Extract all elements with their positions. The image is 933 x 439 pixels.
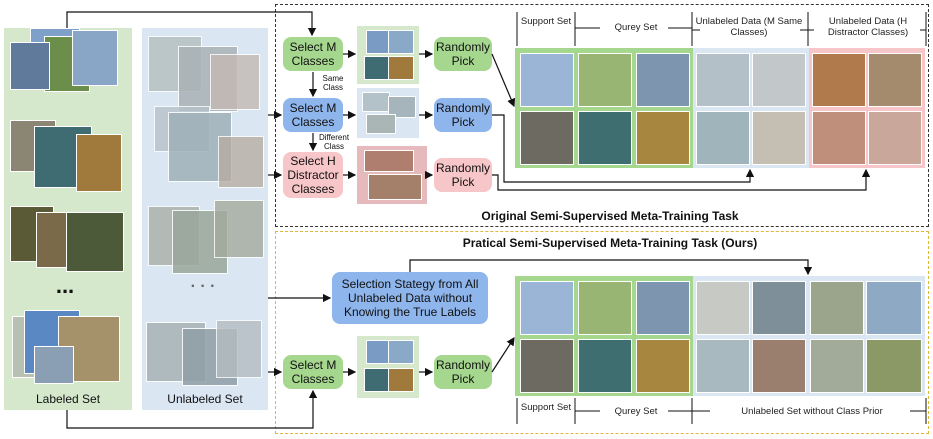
span-unlabeled-m-top <box>692 12 809 46</box>
unlabeled-h-image <box>868 53 922 107</box>
arrow-pick2-to-unlabeled-m <box>492 114 755 183</box>
header-query-set: Qurey Set <box>614 22 658 33</box>
query-dome-image <box>636 111 690 165</box>
unlabeled-image <box>696 281 750 335</box>
unlabeled-m-image <box>752 53 806 107</box>
arrow-bottom-pick-to-grid <box>491 336 515 373</box>
header-unlabeled-h: Unlabeled Data (H Distractor Classes) <box>827 16 909 38</box>
query-dome-image <box>578 339 632 393</box>
practical-task-title: Pratical Semi-Supervised Meta-Training T… <box>462 236 758 250</box>
unlabeled-m-image <box>696 53 750 107</box>
header-unlabeled-m: Unlabeled Data (M Same Classes) <box>695 16 803 38</box>
same-class-label: Same Class <box>322 74 344 92</box>
unlabeled-image <box>752 339 806 393</box>
span-support-top <box>516 12 576 46</box>
query-bird-image <box>578 53 632 107</box>
thumb-faded <box>366 114 396 134</box>
labeled-bird-image <box>10 42 50 90</box>
unlabeled-h-image <box>812 111 866 165</box>
arrow-pick3-to-unlabeled-h <box>492 168 871 191</box>
arrow-labeled-to-select-m <box>66 11 317 37</box>
span-query-bottom <box>575 398 693 424</box>
unlabeled-h-image <box>812 53 866 107</box>
randomly-pick-box-3: Randomly Pick <box>434 158 492 192</box>
randomly-pick-box-1: Randomly Pick <box>434 37 492 71</box>
labeled-mushroom-image <box>66 212 124 272</box>
arrow-labeled-to-bottom-select <box>66 389 318 429</box>
support-bird-image <box>520 53 574 107</box>
unlabeled-image <box>696 339 750 393</box>
selection-strategy-box: Selection Stategy from All Unlabeled Dat… <box>332 272 488 324</box>
labeled-ellipsis: ... <box>55 273 75 298</box>
unlabeled-image <box>214 200 264 258</box>
unlabeled-image <box>218 136 264 188</box>
header-support-set: Support Set <box>520 16 572 27</box>
labeled-set-label: Labeled Set <box>35 392 101 406</box>
unlabeled-h-image <box>868 111 922 165</box>
select-m-classes-box-bottom: Select M Classes <box>283 355 343 389</box>
span-support-bottom <box>516 398 576 424</box>
select-h-distractor-box: Select H Distractor Classes <box>283 152 343 198</box>
unlabeled-m-image <box>696 111 750 165</box>
span-query-top <box>575 12 693 46</box>
footer-unlabeled-set: Unlabeled Set without Class Prior <box>741 406 883 417</box>
unlabeled-image <box>866 339 922 393</box>
practical-task-border <box>275 231 929 434</box>
unlabeled-set-label: Unlabeled Set <box>167 392 243 406</box>
unlabeled-image <box>866 281 922 335</box>
thumb-bird <box>388 30 414 54</box>
support-bird-image <box>520 281 574 335</box>
unlabeled-image <box>216 320 262 378</box>
thumb-distractor <box>368 174 422 200</box>
thumb-dome <box>388 56 414 80</box>
unlabeled-m-image <box>752 111 806 165</box>
span-unlabeled-h-top <box>808 12 927 46</box>
footer-support-set: Support Set <box>520 402 572 413</box>
randomly-pick-box-bottom: Randomly Pick <box>434 355 492 389</box>
original-task-title: Original Semi-Supervised Meta-Training T… <box>481 209 739 223</box>
query-bird-image <box>636 281 690 335</box>
support-dome-image <box>520 339 574 393</box>
labeled-coast-image <box>34 346 74 384</box>
thumb-distractor <box>364 150 414 172</box>
thumb-dome <box>364 368 390 392</box>
select-m-classes-box: Select M Classes <box>283 37 343 71</box>
query-bird-image <box>578 281 632 335</box>
unlabeled-ellipsis: · · · <box>190 278 216 295</box>
footer-query-set: Qurey Set <box>614 406 658 417</box>
support-dome-image <box>520 111 574 165</box>
unlabeled-image <box>810 339 864 393</box>
span-unlabeled-bottom <box>692 398 927 424</box>
arrow-pick1-to-grid <box>491 53 516 108</box>
labeled-dome-image <box>76 134 122 192</box>
thumb-faded <box>388 96 416 118</box>
unlabeled-image <box>810 281 864 335</box>
thumb-bird <box>388 340 414 364</box>
thumb-dome <box>388 368 414 392</box>
query-dome-image <box>578 111 632 165</box>
unlabeled-image <box>752 281 806 335</box>
unlabeled-image <box>210 54 260 110</box>
query-dome-image <box>636 339 690 393</box>
labeled-bird-image <box>72 30 118 86</box>
select-m-classes-box-2: Select M Classes <box>283 98 343 132</box>
randomly-pick-box-2: Randomly Pick <box>434 98 492 132</box>
arrow-selection-to-unlabeled-grid <box>409 259 813 276</box>
query-bird-image <box>636 53 690 107</box>
different-class-label: Different Class <box>318 133 350 151</box>
